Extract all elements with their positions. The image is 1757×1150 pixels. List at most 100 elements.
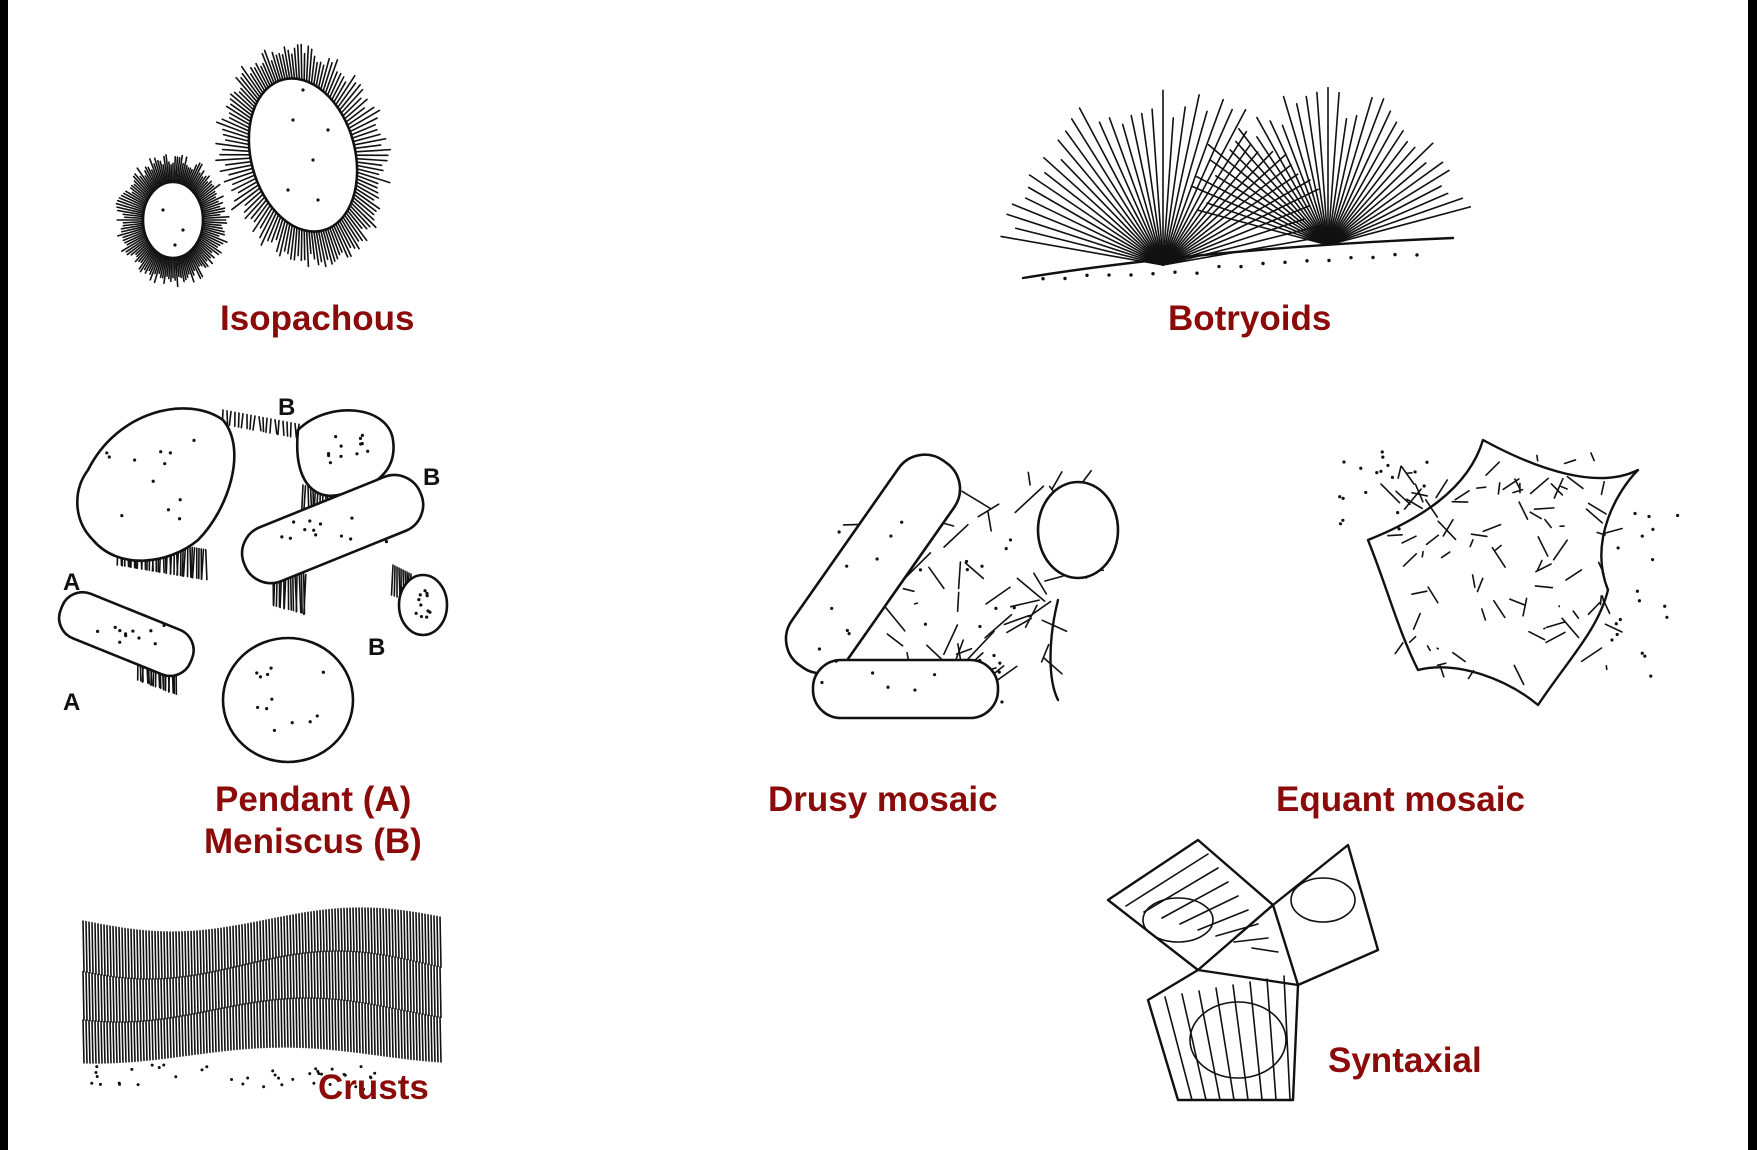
fringe-crystal (341, 90, 362, 113)
crust-fibre (218, 929, 219, 971)
crystal-boundary (1044, 658, 1062, 674)
crust-fibre (293, 955, 294, 999)
speckle (1610, 638, 1613, 641)
speckle (1129, 273, 1132, 276)
speckle (1651, 528, 1654, 531)
crust-fibre (191, 931, 192, 975)
speckle (308, 1072, 311, 1075)
speckle (1397, 527, 1400, 530)
speckle (1341, 519, 1344, 522)
fringe-crystal (309, 231, 311, 253)
crust-fibre (110, 976, 111, 1022)
crust-fibre (272, 919, 273, 958)
speckle (1396, 511, 1399, 514)
crust-fibre (176, 932, 177, 978)
crust-fibre (356, 952, 357, 1002)
crust-fibre (308, 912, 309, 952)
crust-fibre (296, 998, 297, 1047)
crust-fibre (206, 1011, 207, 1052)
crust-fibre (395, 910, 396, 957)
crust-fibre (230, 968, 231, 1007)
speckle (162, 1064, 165, 1067)
crust-fibre (116, 977, 117, 1022)
crust-fibre (323, 910, 324, 951)
crust-fibre (341, 909, 342, 951)
speckle (105, 451, 108, 454)
crust-fibre (233, 967, 234, 1006)
crust-fibre (431, 1016, 432, 1062)
crust-fibre (353, 952, 354, 1002)
speckle (173, 243, 176, 246)
crust-fibre (167, 978, 168, 1018)
crust-fibre (404, 959, 405, 1011)
cement-hatch (206, 550, 207, 580)
crust-fibre (131, 1022, 132, 1062)
crust-fibre (368, 953, 369, 1004)
speckle (886, 686, 889, 689)
crust-fibre (125, 1022, 126, 1062)
fringe-crystal (174, 157, 175, 182)
drusy-mosaic-drawing (758, 440, 1128, 730)
fringe-crystal (226, 162, 251, 165)
speckle (158, 1066, 161, 1069)
crystal-boundary (1029, 602, 1051, 617)
crystal-boundary (1453, 653, 1465, 662)
crust-fibre (338, 951, 339, 1000)
speckle (425, 592, 428, 595)
crust-fibre (161, 932, 162, 979)
crust-fibre (179, 1016, 180, 1056)
speckle (426, 609, 429, 612)
crystal-boundary (1530, 512, 1541, 518)
speckle (137, 1083, 140, 1086)
speckle (274, 1073, 277, 1076)
crust-fibre (239, 966, 240, 1005)
fringe-crystal (203, 222, 226, 223)
pore-outline (1368, 440, 1638, 705)
speckle (417, 598, 420, 601)
crust-fibre (113, 927, 114, 977)
crust-fibre (287, 956, 288, 999)
speckle (179, 498, 182, 501)
crust-fibre (341, 951, 342, 1000)
crust-fibre (194, 975, 195, 1014)
crust-fibre (125, 978, 126, 1022)
crystal-boundary (1011, 600, 1039, 607)
crystal-boundary (1567, 477, 1583, 489)
crust-fibre (278, 999, 279, 1047)
crust-fibre (98, 974, 99, 1021)
crust-fibre (347, 951, 348, 1000)
speckle (924, 623, 927, 626)
crystal-boundary (1427, 646, 1430, 650)
crust-fibre (410, 912, 411, 960)
speckle (1327, 259, 1330, 262)
speckle (1338, 495, 1341, 498)
crust-fibre (296, 954, 297, 998)
speckle (919, 568, 922, 571)
crust-fibre (110, 926, 111, 976)
crust-fibre (149, 1020, 150, 1059)
caption-isopachous: Isopachous (220, 298, 414, 340)
crust-fibre (287, 916, 288, 956)
crystal-boundary (1600, 596, 1601, 605)
crust-fibre (224, 969, 225, 1007)
crust-fibre (161, 1019, 162, 1058)
fringe-crystal (171, 165, 172, 182)
crust-fibre (248, 964, 249, 1004)
crust-fibre (305, 913, 306, 953)
speckle (327, 454, 330, 457)
drusy-grain-bottom (813, 660, 998, 718)
speckle (114, 626, 117, 629)
crystal-boundary (1483, 525, 1500, 532)
cement-hatch (301, 573, 302, 613)
crust-fibre (350, 908, 351, 951)
speckle (311, 158, 314, 161)
crystal-boundary (1388, 535, 1402, 536)
crust-fibre (344, 951, 345, 1000)
crystal-boundary (944, 525, 968, 547)
crystal-boundary (1496, 545, 1501, 550)
speckle (1423, 484, 1426, 487)
crust-fibre (188, 932, 189, 976)
crust-fibre (152, 931, 153, 979)
equant-crystal-mosaic (1368, 440, 1638, 705)
